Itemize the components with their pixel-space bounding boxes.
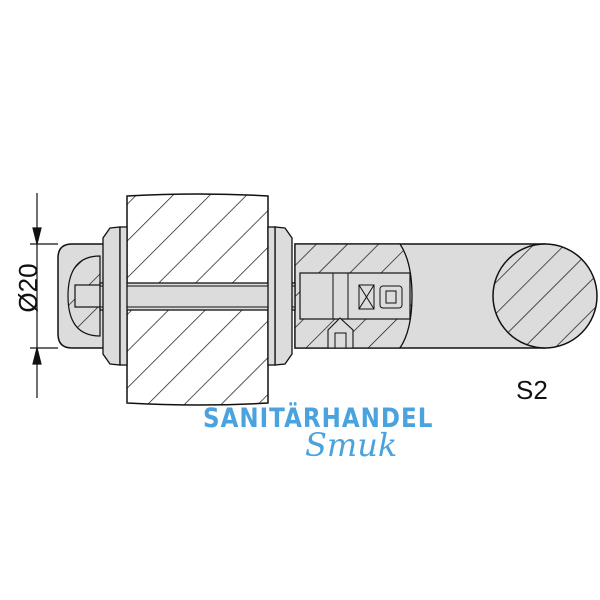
watermark-line1: SANITÄRHANDEL: [203, 404, 434, 434]
dimension-arrows: [30, 193, 58, 398]
rosette-rings: [102, 226, 293, 366]
handle-body: [294, 243, 598, 349]
left-knob: [57, 243, 106, 349]
door-block: [99, 193, 296, 406]
diameter-dimension-label: Ø20: [13, 263, 43, 313]
watermark-line2: Smuk: [305, 426, 398, 464]
variant-label: S2: [516, 375, 548, 405]
